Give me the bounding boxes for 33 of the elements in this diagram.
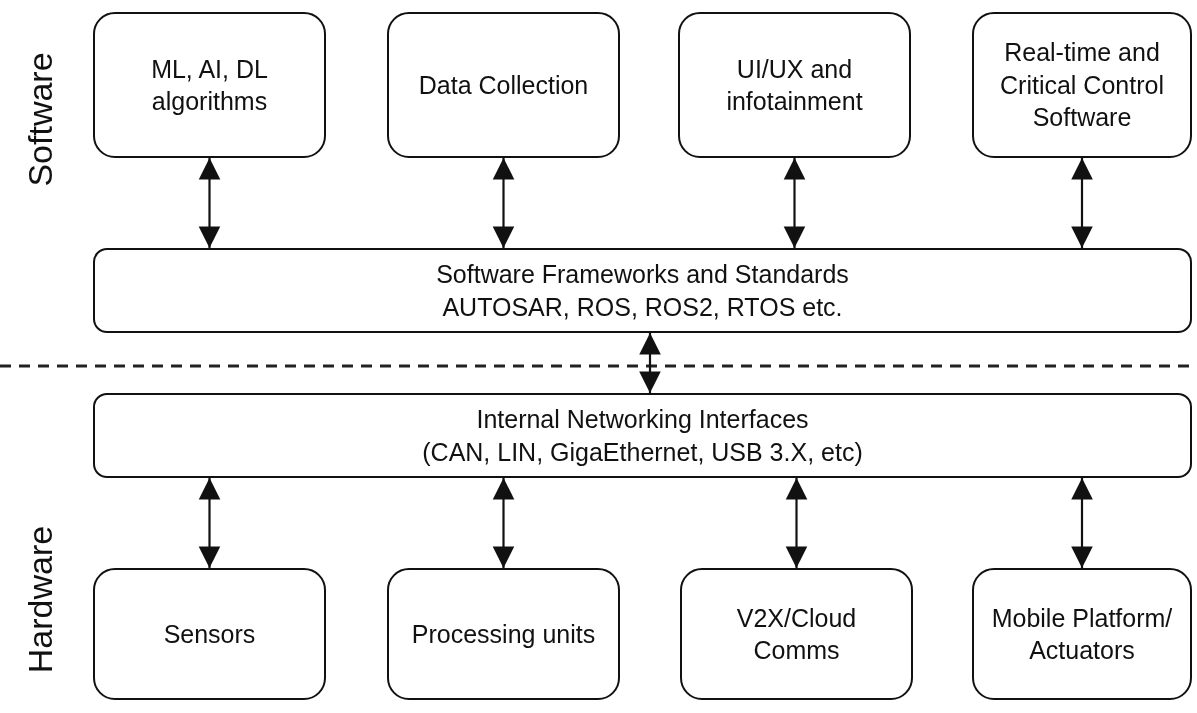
component-box xyxy=(680,568,913,700)
double-arrow xyxy=(785,477,808,569)
box-text: AUTOSAR, ROS, ROS2, RTOS etc. xyxy=(442,291,843,323)
box-text: ML, AI, DL algorithms xyxy=(150,53,269,117)
component-box xyxy=(678,12,911,158)
component-box xyxy=(972,12,1192,158)
box-text: (CAN, LIN, GigaEthernet, USB 3.X, etc) xyxy=(422,436,863,468)
section-label: Hardware xyxy=(20,524,60,676)
double-arrow xyxy=(783,157,806,249)
double-arrow xyxy=(1071,477,1093,569)
box-text: Internal Networking Interfaces xyxy=(476,404,809,435)
double-arrow xyxy=(492,477,515,569)
box-text: Software Frameworks and Standards xyxy=(436,259,849,290)
box-text: Real-time and Critical Control Software xyxy=(999,37,1165,134)
layer-box xyxy=(93,393,1192,478)
double-arrow xyxy=(198,477,221,569)
box-text: UI/UX and infotainment xyxy=(725,53,864,117)
component-box xyxy=(387,568,620,700)
component-box xyxy=(387,12,620,158)
box-text: Sensors xyxy=(163,618,256,650)
box-text: V2X/Cloud Comms xyxy=(735,602,858,666)
double-arrow xyxy=(639,332,661,394)
component-box xyxy=(972,568,1192,700)
component-box xyxy=(93,568,326,700)
double-arrow xyxy=(1071,157,1093,249)
box-text: Processing units xyxy=(411,618,596,650)
component-box xyxy=(93,12,326,158)
box-text: Data Collection xyxy=(418,69,589,101)
double-arrow xyxy=(492,157,515,249)
layer-box xyxy=(93,248,1192,333)
double-arrow xyxy=(198,157,221,249)
box-text: Mobile Platform/ Actuators xyxy=(990,602,1174,666)
section-label: Software xyxy=(20,51,60,189)
